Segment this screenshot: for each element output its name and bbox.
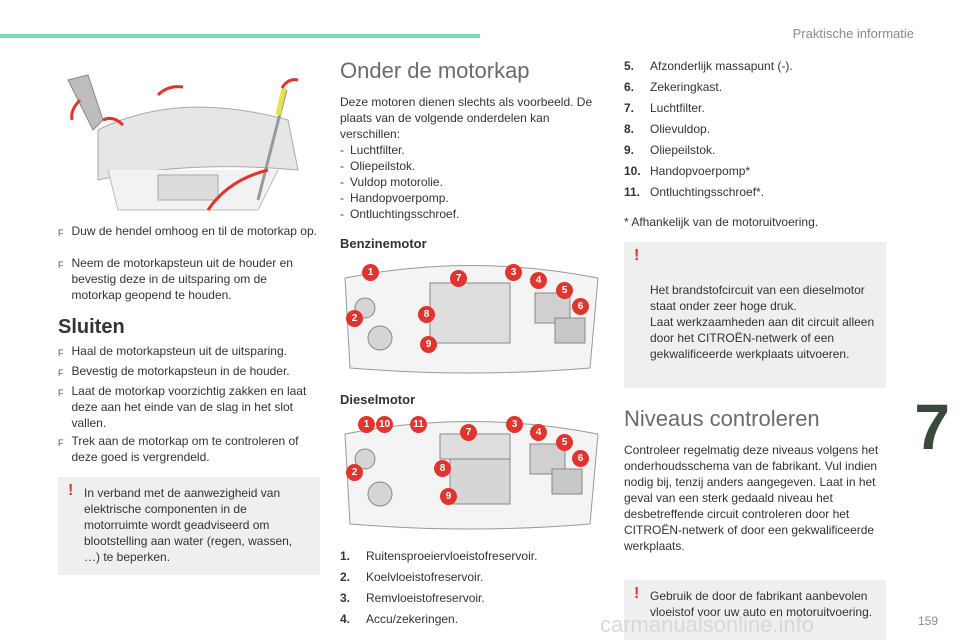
intro-text: Deze motoren dienen slechts als voorbeel… [340,95,593,141]
part-badge: 1 [362,264,379,281]
diesel-engine-illustration: 1 10 11 7 3 4 5 6 2 8 9 [340,414,602,534]
chapter-number: 7 [914,391,950,463]
section-title: Praktische informatie [792,26,914,41]
part-badge: 1 [358,416,375,433]
dieselmotor-heading: Dieselmotor [340,392,416,407]
part-badge: 9 [420,336,437,353]
warning-icon: ! [634,247,640,264]
part-badge: 9 [440,488,457,505]
onder-motorkap-heading: Onder de motorkap [340,58,530,83]
part-badge: 8 [434,460,451,477]
watermark: carmanualsonline.info [600,612,815,637]
list-item: 9.Oliepeilstok. [624,143,716,157]
part-badge: 3 [505,264,522,281]
part-badge: 4 [530,424,547,441]
list-item: 7.Luchtfilter. [624,101,705,115]
part-badge: 2 [346,464,363,481]
warning-box: ! Gebruik de door de fabrikant aanbevole… [624,580,886,640]
instruction-item: F Neem de motorkapsteun uit de houder en… [58,256,293,302]
list-item: 5.Afzonderlijk massapunt (-). [624,59,793,73]
warning-icon: ! [634,585,640,602]
part-badge: 6 [572,298,589,315]
part-badge: 10 [376,416,393,433]
part-badge: 3 [506,416,523,433]
part-badge: 7 [450,270,467,287]
part-badge: 8 [418,306,435,323]
part-badge: 5 [556,282,573,299]
list-item: 1.Ruitensproeiervloeistofreservoir. [340,549,538,563]
part-badge: 4 [530,272,547,289]
benzine-engine-illustration: 1 7 3 4 5 6 2 8 9 [340,258,602,378]
parts-list: 1.Ruitensproeiervloeistofreservoir. 2.Ko… [340,548,602,627]
list-item: 2.Koelvloeistofreservoir. [340,570,484,584]
niveaus-heading: Niveaus controleren [624,406,820,431]
benzinemotor-heading: Benzinemotor [340,236,427,251]
part-badge: 7 [460,424,477,441]
list-item: 6.Zekeringkast. [624,80,723,94]
part-badge: 6 [572,450,589,467]
left-column: F Duw de hendel omhoog en til de motorka… [58,60,320,575]
list-item: 10.Handopvoerpomp* [624,164,751,178]
page-number: 159 [917,614,938,628]
header-accent-bar [0,34,480,38]
list-item: 11.Ontluchtingsschroef*. [624,185,765,199]
list-item: 4.Accu/zekeringen. [340,612,459,626]
warning-icon: ! [68,482,74,499]
sluiten-heading: Sluiten [58,316,125,338]
footnote: * Afhankelijk van de motoruitvoering. [624,215,819,229]
middle-column: Onder de motorkap Deze motoren dienen sl… [340,58,602,632]
niveaus-text: Controleer regelmatig deze niveaus volge… [624,443,879,553]
parts-list-continued: 5.Afzonderlijk massapunt (-). 6.Zekering… [624,58,886,200]
part-badge: 11 [410,416,427,433]
warning-box: ! Het brandstofcircuit van een dieselmot… [624,242,886,388]
right-column: 5.Afzonderlijk massapunt (-). 6.Zekering… [624,58,886,640]
instruction-item: F Trek aan de motorkap om te controleren… [58,434,299,464]
part-badge: 5 [556,434,573,451]
instruction-item: F Duw de hendel omhoog en til de motorka… [58,224,317,238]
sluiten-list: F Haal de motorkapsteun uit de uitsparin… [58,343,320,465]
hood-opening-illustration [58,60,320,215]
instruction-item: F Haal de motorkapsteun uit de uitsparin… [58,344,287,358]
component-dash-list: -Luchtfilter. -Oliepeilstok. -Vuldop mot… [340,143,460,221]
part-badge: 2 [346,310,363,327]
list-item: 8.Olievuldop. [624,122,711,136]
list-item: 3.Remvloeistofreservoir. [340,591,485,605]
instruction-item: F Laat de motorkap voorzichtig zakken en… [58,384,307,430]
warning-box: ! In verband met de aanwezigheid van ele… [58,477,320,575]
instruction-item: F Bevestig de motorkapsteun in de houder… [58,364,290,378]
